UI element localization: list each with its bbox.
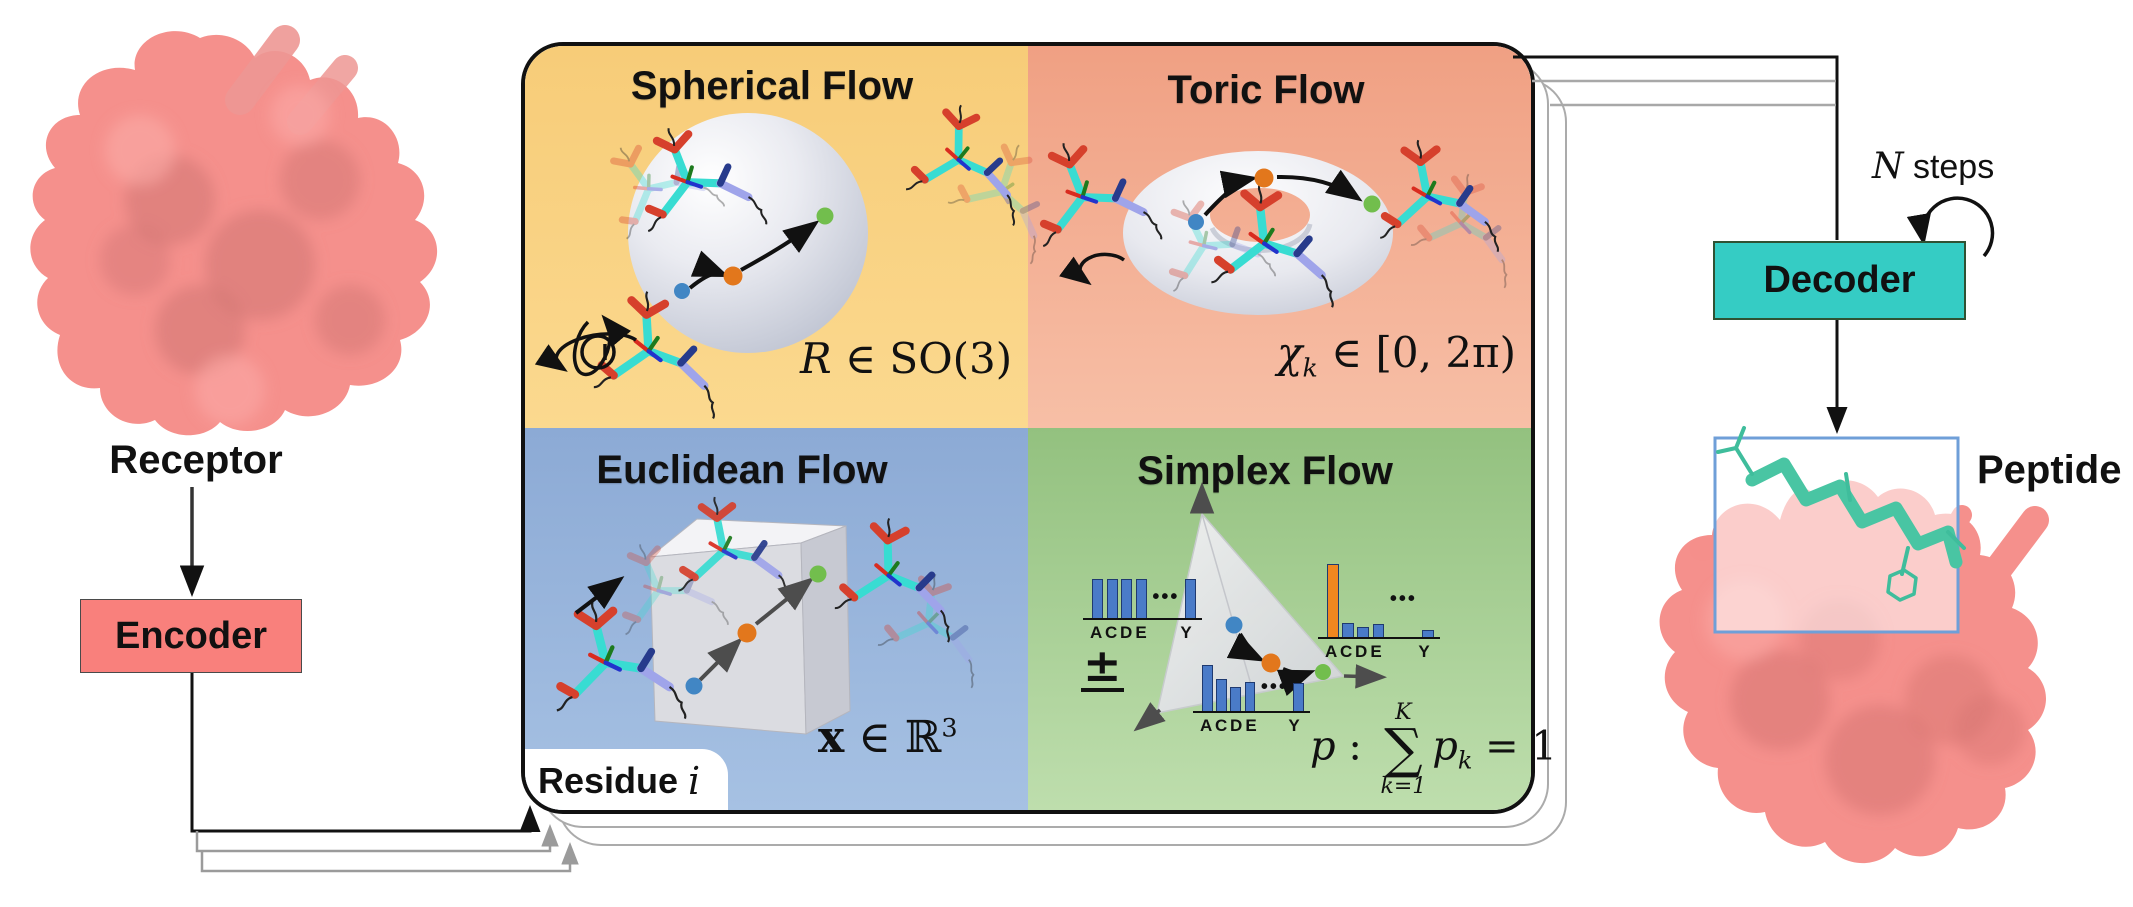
x-label: D [1230, 716, 1243, 735]
bar [1184, 579, 1196, 618]
x-label: A [1200, 716, 1213, 735]
x-label: D [1355, 642, 1368, 661]
x-label: E [1370, 642, 1382, 661]
equation-variable: p [1432, 723, 1458, 770]
peptide-box [1713, 436, 1960, 634]
x-label: D [1120, 623, 1133, 642]
euclidean-equation: x ∈ ℝ3 [818, 712, 958, 763]
x-label: C [1105, 623, 1118, 642]
x-label: Y [1180, 623, 1192, 642]
decoder-box: Decoder [1713, 241, 1966, 320]
ellipsis: ••• [1152, 586, 1180, 608]
bar [1244, 682, 1256, 711]
equation-variable: χ [1277, 328, 1303, 377]
x-label: A [1325, 642, 1338, 661]
bar [1422, 630, 1435, 637]
equation-colon: : [1335, 723, 1375, 770]
bar [1106, 579, 1118, 618]
spherical-equation: R ∈ SO(3) [800, 338, 1012, 380]
bar [1342, 623, 1354, 637]
x-label: C [1215, 716, 1228, 735]
bar [1357, 627, 1370, 637]
equation-subscript: k [1457, 746, 1473, 775]
equation-rest: = 1 [1472, 723, 1557, 770]
equation-rest: ∈ [0, 2π) [1317, 328, 1517, 377]
x-label: E [1135, 623, 1147, 642]
equation-rest: ∈ [844, 712, 905, 763]
encoder-to-echo1-arrow [195, 824, 559, 853]
encoder-label: Encoder [114, 614, 268, 657]
peptide-label: Peptide [1977, 448, 2122, 492]
plus-minus-symbol: ± [1081, 638, 1124, 692]
euclidean-flow-title: Euclidean Flow [596, 448, 888, 492]
x-label: Y [1418, 642, 1430, 661]
equation-superscript: 3 [941, 713, 958, 744]
bar [1372, 624, 1385, 637]
bar [1327, 564, 1339, 637]
n-steps-label: N steps [1872, 146, 1994, 187]
ellipsis: ••• [1260, 675, 1288, 698]
bar [1121, 579, 1133, 618]
peptide-helix [1716, 426, 1966, 602]
bar [1293, 683, 1305, 711]
x-label: C [1340, 642, 1353, 661]
chart-bars: ••• [1193, 663, 1310, 713]
peptide-complex-structure [1659, 426, 2049, 864]
equation-set-symbol: ℝ [904, 712, 942, 763]
bar [1092, 579, 1104, 618]
encoder-to-panel-arrow [190, 671, 541, 833]
residue-label: Residue [538, 760, 679, 801]
bar [1216, 679, 1227, 711]
chart-bars: ••• [1083, 577, 1202, 620]
receptor-label: Receptor [109, 438, 283, 482]
sum-lower-limit: k=1 [1380, 773, 1427, 799]
toric-equation: χk ∈ [0, 2π) [1277, 332, 1516, 381]
x-label: A [1090, 623, 1103, 642]
residue-badge: Residue i [525, 749, 728, 810]
equation-rest: ∈ SO(3) [831, 334, 1013, 383]
equation-variable: R [800, 334, 832, 383]
receptor-structure [30, 25, 438, 436]
bar [1230, 687, 1242, 711]
simplex-flow-title: Simplex Flow [1137, 449, 1393, 493]
x-label: E [1245, 716, 1257, 735]
ellipsis: ••• [1389, 588, 1417, 610]
bar [1135, 579, 1147, 618]
toric-flow-title: Toric Flow [1167, 68, 1365, 112]
equation-variable: x [818, 712, 845, 763]
summation: K∑k=1 [1381, 700, 1427, 799]
encoder-box: Encoder [80, 599, 302, 673]
equation-subscript: k [1302, 353, 1318, 383]
residue-index: i [688, 759, 701, 803]
n-variable: N [1872, 146, 1904, 187]
decoder-label: Decoder [1763, 259, 1916, 301]
spherical-flow-title: Spherical Flow [630, 64, 914, 108]
equation-variable: p [1310, 723, 1336, 770]
chart-bars: ••• [1318, 562, 1440, 639]
steps-text: steps [1903, 148, 1995, 186]
x-label: Y [1288, 716, 1300, 735]
sigma-symbol: ∑ [1384, 717, 1423, 780]
sum-upper-limit: K [1395, 700, 1412, 725]
bar [1202, 665, 1213, 711]
encoder-to-echo2-arrow [200, 842, 579, 873]
flow-panel: Residue i [521, 42, 1535, 814]
